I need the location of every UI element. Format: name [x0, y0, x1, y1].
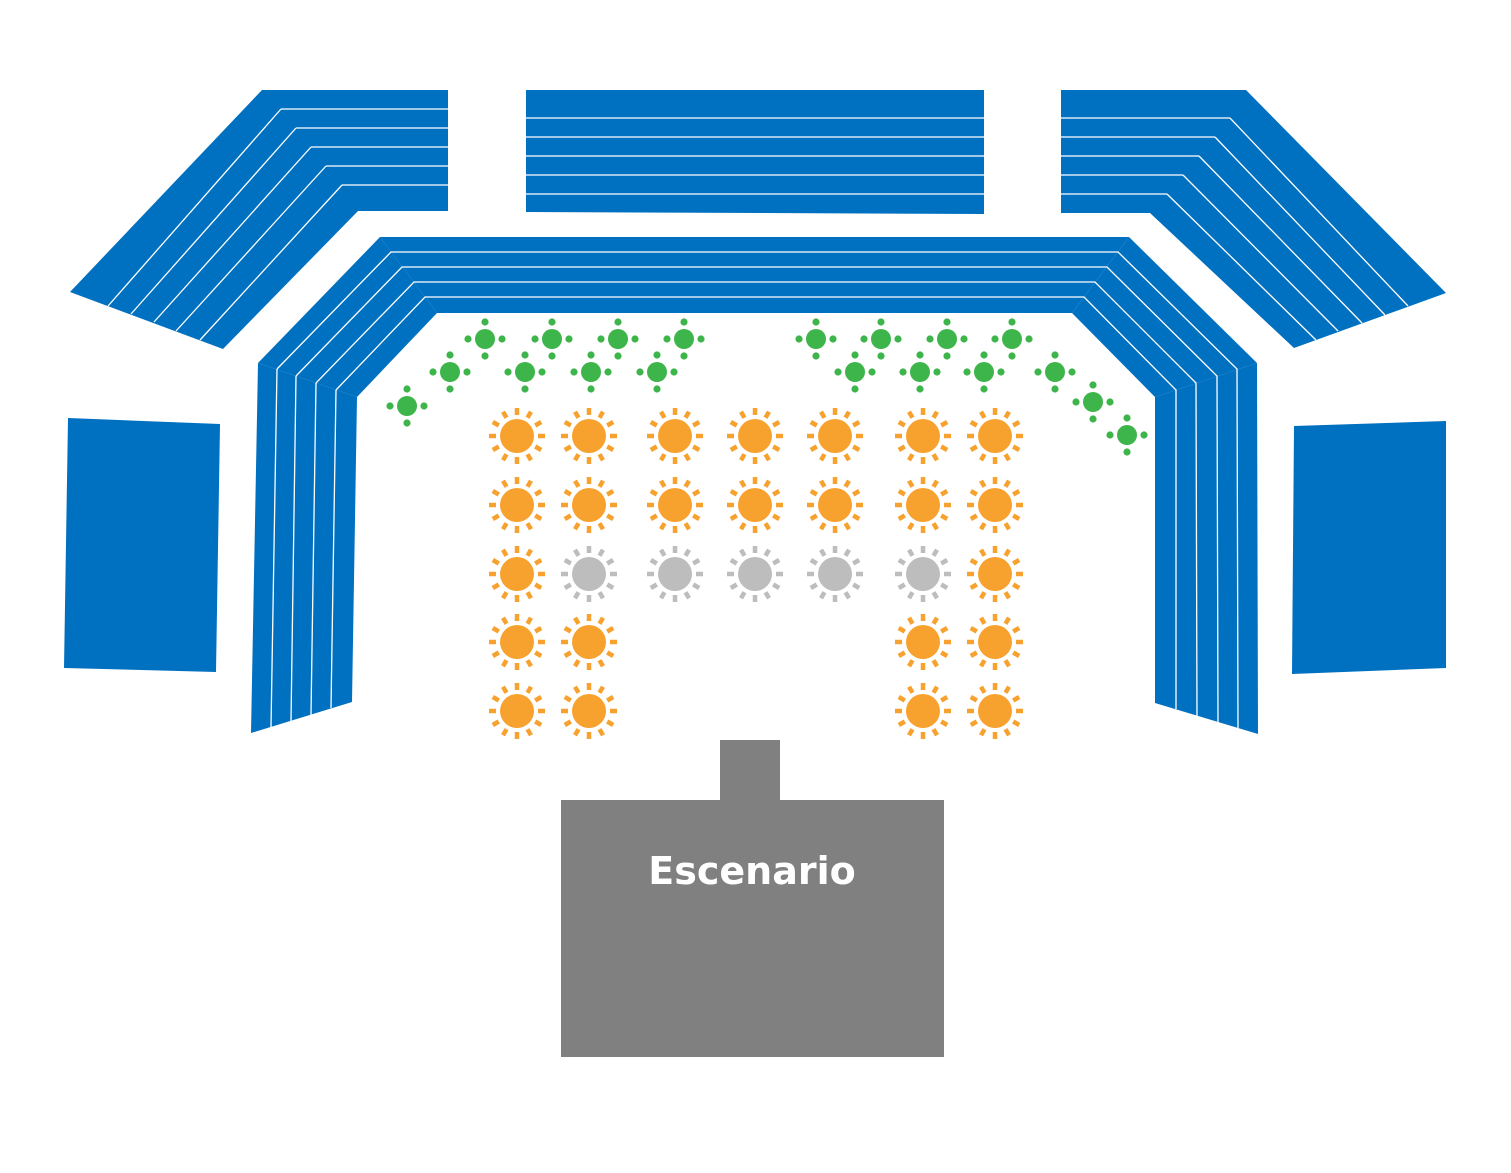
- round-table-unavailable[interactable]: [647, 546, 703, 602]
- stage-platform: [561, 800, 944, 1057]
- cocktail-table[interactable]: [386, 385, 428, 427]
- cocktail-table[interactable]: [570, 351, 612, 393]
- section-far-right[interactable]: [1292, 421, 1446, 674]
- round-table-available[interactable]: [489, 408, 545, 464]
- round-table-unavailable[interactable]: [807, 546, 863, 602]
- section-inner-left[interactable]: [251, 363, 357, 733]
- row-dividers: [107, 108, 1409, 729]
- round-table-available[interactable]: [967, 546, 1023, 602]
- round-table-available[interactable]: [967, 683, 1023, 739]
- round-table-available[interactable]: [967, 614, 1023, 670]
- stage-runway: [720, 740, 780, 802]
- section-inner-right-corner[interactable]: [1072, 237, 1257, 397]
- round-table-available[interactable]: [967, 477, 1023, 533]
- round-table-available[interactable]: [647, 477, 703, 533]
- cocktail-table[interactable]: [429, 351, 471, 393]
- section-inner-right[interactable]: [1155, 363, 1258, 734]
- section-far-left[interactable]: [64, 418, 220, 672]
- cocktail-table[interactable]: [991, 318, 1033, 360]
- cocktail-table[interactable]: [834, 351, 876, 393]
- round-table-unavailable[interactable]: [727, 546, 783, 602]
- cocktail-table[interactable]: [531, 318, 573, 360]
- round-table-available[interactable]: [895, 683, 951, 739]
- round-table-available[interactable]: [807, 408, 863, 464]
- cocktail-table[interactable]: [464, 318, 506, 360]
- cocktail-table[interactable]: [795, 318, 837, 360]
- cocktail-table[interactable]: [1034, 351, 1076, 393]
- cocktail-table[interactable]: [1072, 381, 1114, 423]
- cocktail-table[interactable]: [963, 351, 1005, 393]
- round-table-available[interactable]: [561, 614, 617, 670]
- section-upper-center[interactable]: [526, 90, 984, 214]
- round-table-available[interactable]: [561, 477, 617, 533]
- cocktail-table[interactable]: [636, 351, 678, 393]
- cocktail-table[interactable]: [504, 351, 546, 393]
- round-table-available[interactable]: [895, 477, 951, 533]
- cocktail-table[interactable]: [1106, 414, 1148, 456]
- cocktail-table[interactable]: [597, 318, 639, 360]
- round-table-available[interactable]: [489, 477, 545, 533]
- round-table-available[interactable]: [647, 408, 703, 464]
- round-table-available[interactable]: [489, 683, 545, 739]
- stage-label: Escenario: [648, 849, 855, 893]
- cocktail-table[interactable]: [926, 318, 968, 360]
- round-table-available[interactable]: [561, 408, 617, 464]
- round-table-available[interactable]: [489, 614, 545, 670]
- round-table-available[interactable]: [727, 408, 783, 464]
- section-upper-right[interactable]: [1061, 90, 1446, 348]
- round-table-unavailable[interactable]: [895, 546, 951, 602]
- round-table-available[interactable]: [489, 546, 545, 602]
- cocktail-table[interactable]: [860, 318, 902, 360]
- cocktail-table[interactable]: [663, 318, 705, 360]
- round-table-unavailable[interactable]: [561, 546, 617, 602]
- section-inner-center[interactable]: [380, 237, 1129, 313]
- section-upper-left[interactable]: [70, 90, 448, 349]
- round-table-available[interactable]: [895, 614, 951, 670]
- stage: Escenario: [561, 740, 944, 1057]
- round-table-available[interactable]: [561, 683, 617, 739]
- round-table-available[interactable]: [967, 408, 1023, 464]
- cocktail-table[interactable]: [899, 351, 941, 393]
- round-table-available[interactable]: [895, 408, 951, 464]
- round-table-available[interactable]: [727, 477, 783, 533]
- round-table-available[interactable]: [807, 477, 863, 533]
